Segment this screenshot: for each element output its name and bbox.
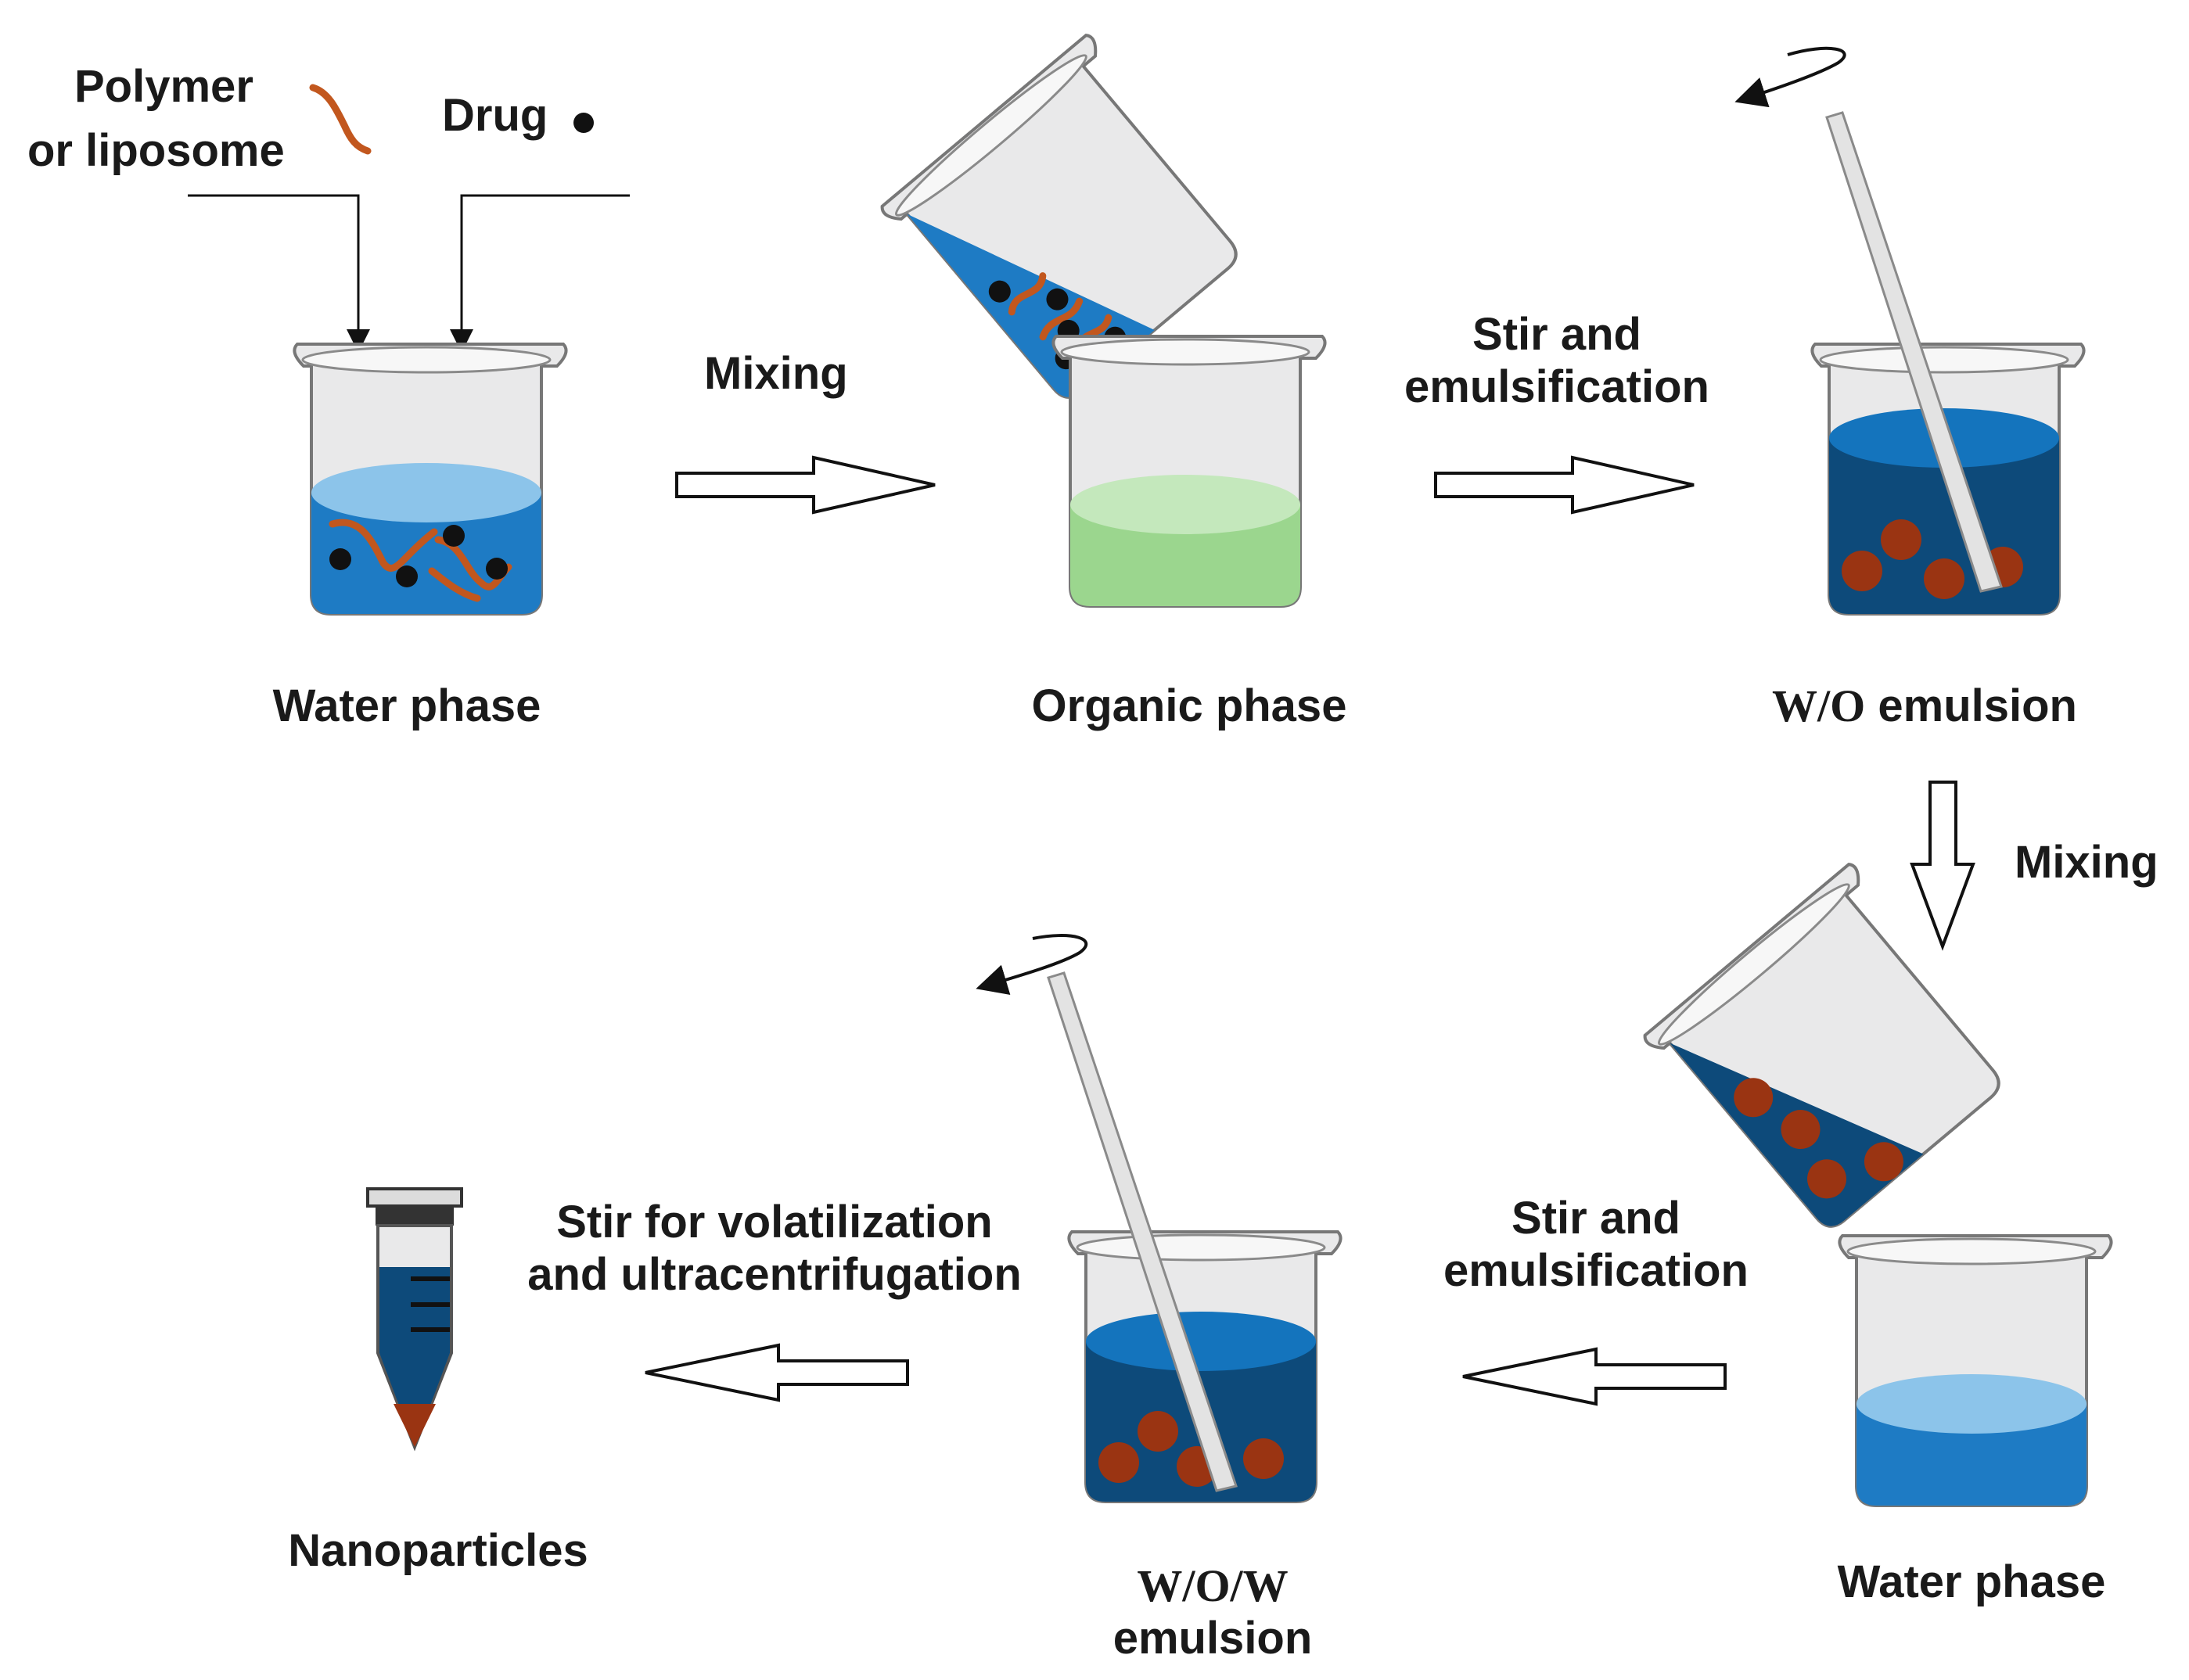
arrow-stir-3	[645, 1343, 909, 1402]
beaker-organic-phase	[1051, 335, 1327, 608]
arrow-mixing-2	[1910, 781, 1975, 951]
label-stir-1: Stir and emulsification	[1377, 309, 1737, 413]
label-wow-line1: W/O/W	[1137, 1560, 1289, 1611]
label-stir-3-line1: Stir for volatilization	[556, 1197, 993, 1247]
stir-rod-2	[976, 934, 1238, 1492]
beaker-wow-emulsion	[1067, 1230, 1343, 1503]
label-nanoparticles: Nanoparticles	[288, 1525, 588, 1576]
label-or-liposome: or liposome	[27, 125, 285, 176]
label-wow-line2: emulsion	[1112, 1612, 1313, 1664]
label-stir-2: Stir and emulsification	[1400, 1193, 1792, 1297]
label-water-phase-1: Water phase	[272, 680, 541, 731]
rotation-arrow-icon	[976, 934, 1087, 995]
label-water-phase-2: Water phase	[1837, 1556, 2106, 1607]
label-stir-3: Stir for volatilization and ultracentrif…	[485, 1197, 1064, 1301]
stir-rod-1	[1734, 46, 2003, 593]
label-wow-emulsion: W/O/W emulsion	[1041, 1560, 1385, 1664]
label-stir-2-line1: Stir and	[1511, 1193, 1680, 1244]
label-stir-1-line2: emulsification	[1404, 361, 1709, 412]
input-arrows	[188, 194, 630, 353]
label-drug: Drug	[442, 90, 548, 141]
beaker-water-phase-1	[293, 343, 568, 616]
beaker-water-phase-2	[1838, 1234, 2113, 1507]
label-mixing-1: Mixing	[704, 348, 848, 399]
label-wo-emulsion: W/O emulsion	[1713, 680, 2136, 733]
label-stir-2-line2: emulsification	[1443, 1244, 1749, 1296]
label-wo-suffix: emulsion	[1865, 680, 2077, 731]
label-mixing-2: Mixing	[2015, 837, 2158, 888]
arrow-stir-1	[1434, 455, 1695, 515]
label-wo-prefix: W/O	[1772, 680, 1866, 731]
arrow-stir-2	[1462, 1347, 1727, 1406]
label-stir-3-line2: and ultracentrifugation	[527, 1248, 1022, 1300]
arrow-mixing-1	[675, 455, 936, 515]
polymer-icon	[309, 84, 372, 155]
centrifuge-tube	[366, 1187, 463, 1452]
label-polymer: Polymer	[74, 61, 253, 112]
label-stir-1-line1: Stir and	[1472, 309, 1641, 360]
rotation-arrow-icon	[1734, 46, 1846, 108]
label-organic-phase: Organic phase	[1031, 680, 1347, 731]
pouring-beaker-2	[1641, 860, 2026, 1246]
drug-icon	[573, 113, 594, 133]
